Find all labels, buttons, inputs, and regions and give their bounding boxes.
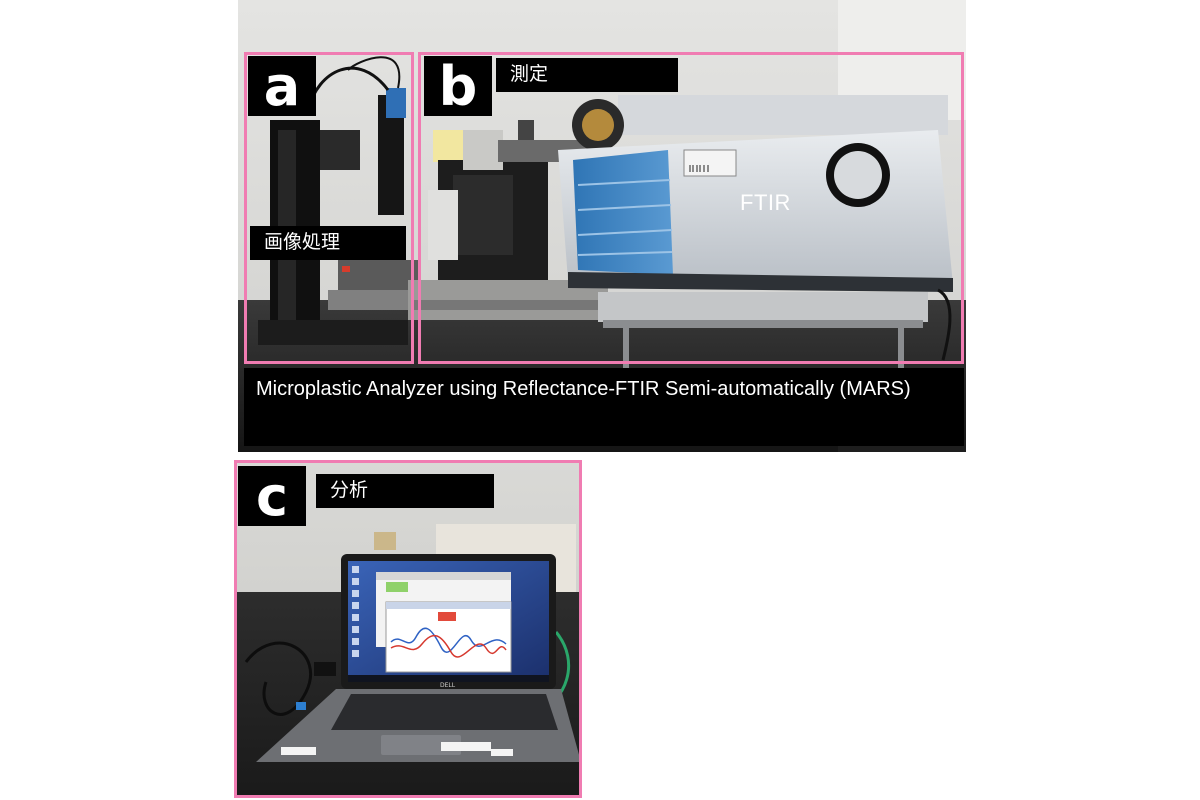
camera-head <box>386 88 406 118</box>
ftir-instrument <box>558 95 953 368</box>
sticky-note <box>433 130 463 162</box>
panel-c-label: 分析 <box>316 474 494 508</box>
caption: Microplastic Analyzer using Reflectance-… <box>244 368 964 446</box>
laptop: DELL <box>256 554 581 762</box>
panel-a-label: 画像処理 <box>250 226 406 260</box>
laptop-brand: DELL <box>440 682 456 689</box>
panel-letter-c: c <box>238 466 306 526</box>
ftir-blue-panel <box>573 150 673 275</box>
panel-b-label: 測定 <box>496 58 678 92</box>
laptop-photo: DELL <box>236 462 581 798</box>
ftir-label: FTIR <box>740 190 791 215</box>
panel-letter-a: a <box>248 56 316 116</box>
sample-stage <box>408 120 608 320</box>
panel-letter-b: b <box>424 56 492 116</box>
